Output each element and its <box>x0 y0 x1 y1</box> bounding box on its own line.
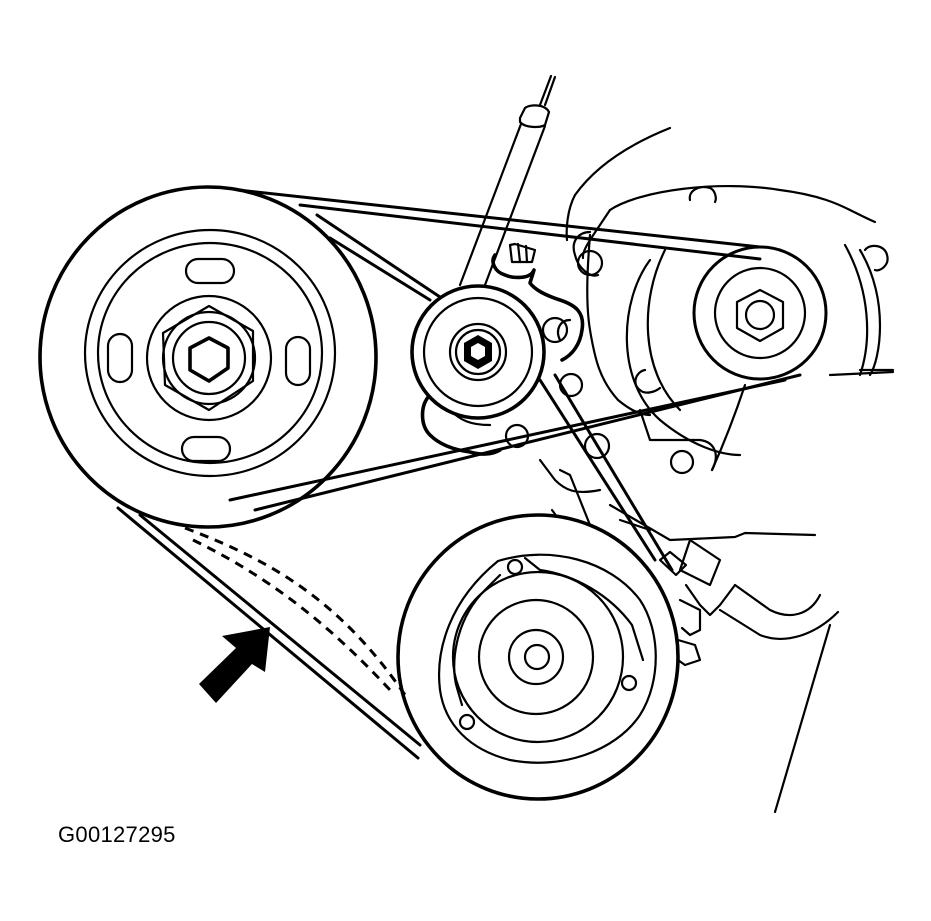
power-steering-pulley <box>692 245 828 381</box>
engine-bracket-structure <box>420 74 895 814</box>
indicator-arrow <box>199 627 270 703</box>
belt-tensioner <box>410 284 546 420</box>
drive-belt <box>116 188 802 760</box>
crankshaft-pulley <box>38 185 378 529</box>
figure-id-label: G00127295 <box>58 822 176 847</box>
ac-compressor-pulley <box>396 513 680 801</box>
